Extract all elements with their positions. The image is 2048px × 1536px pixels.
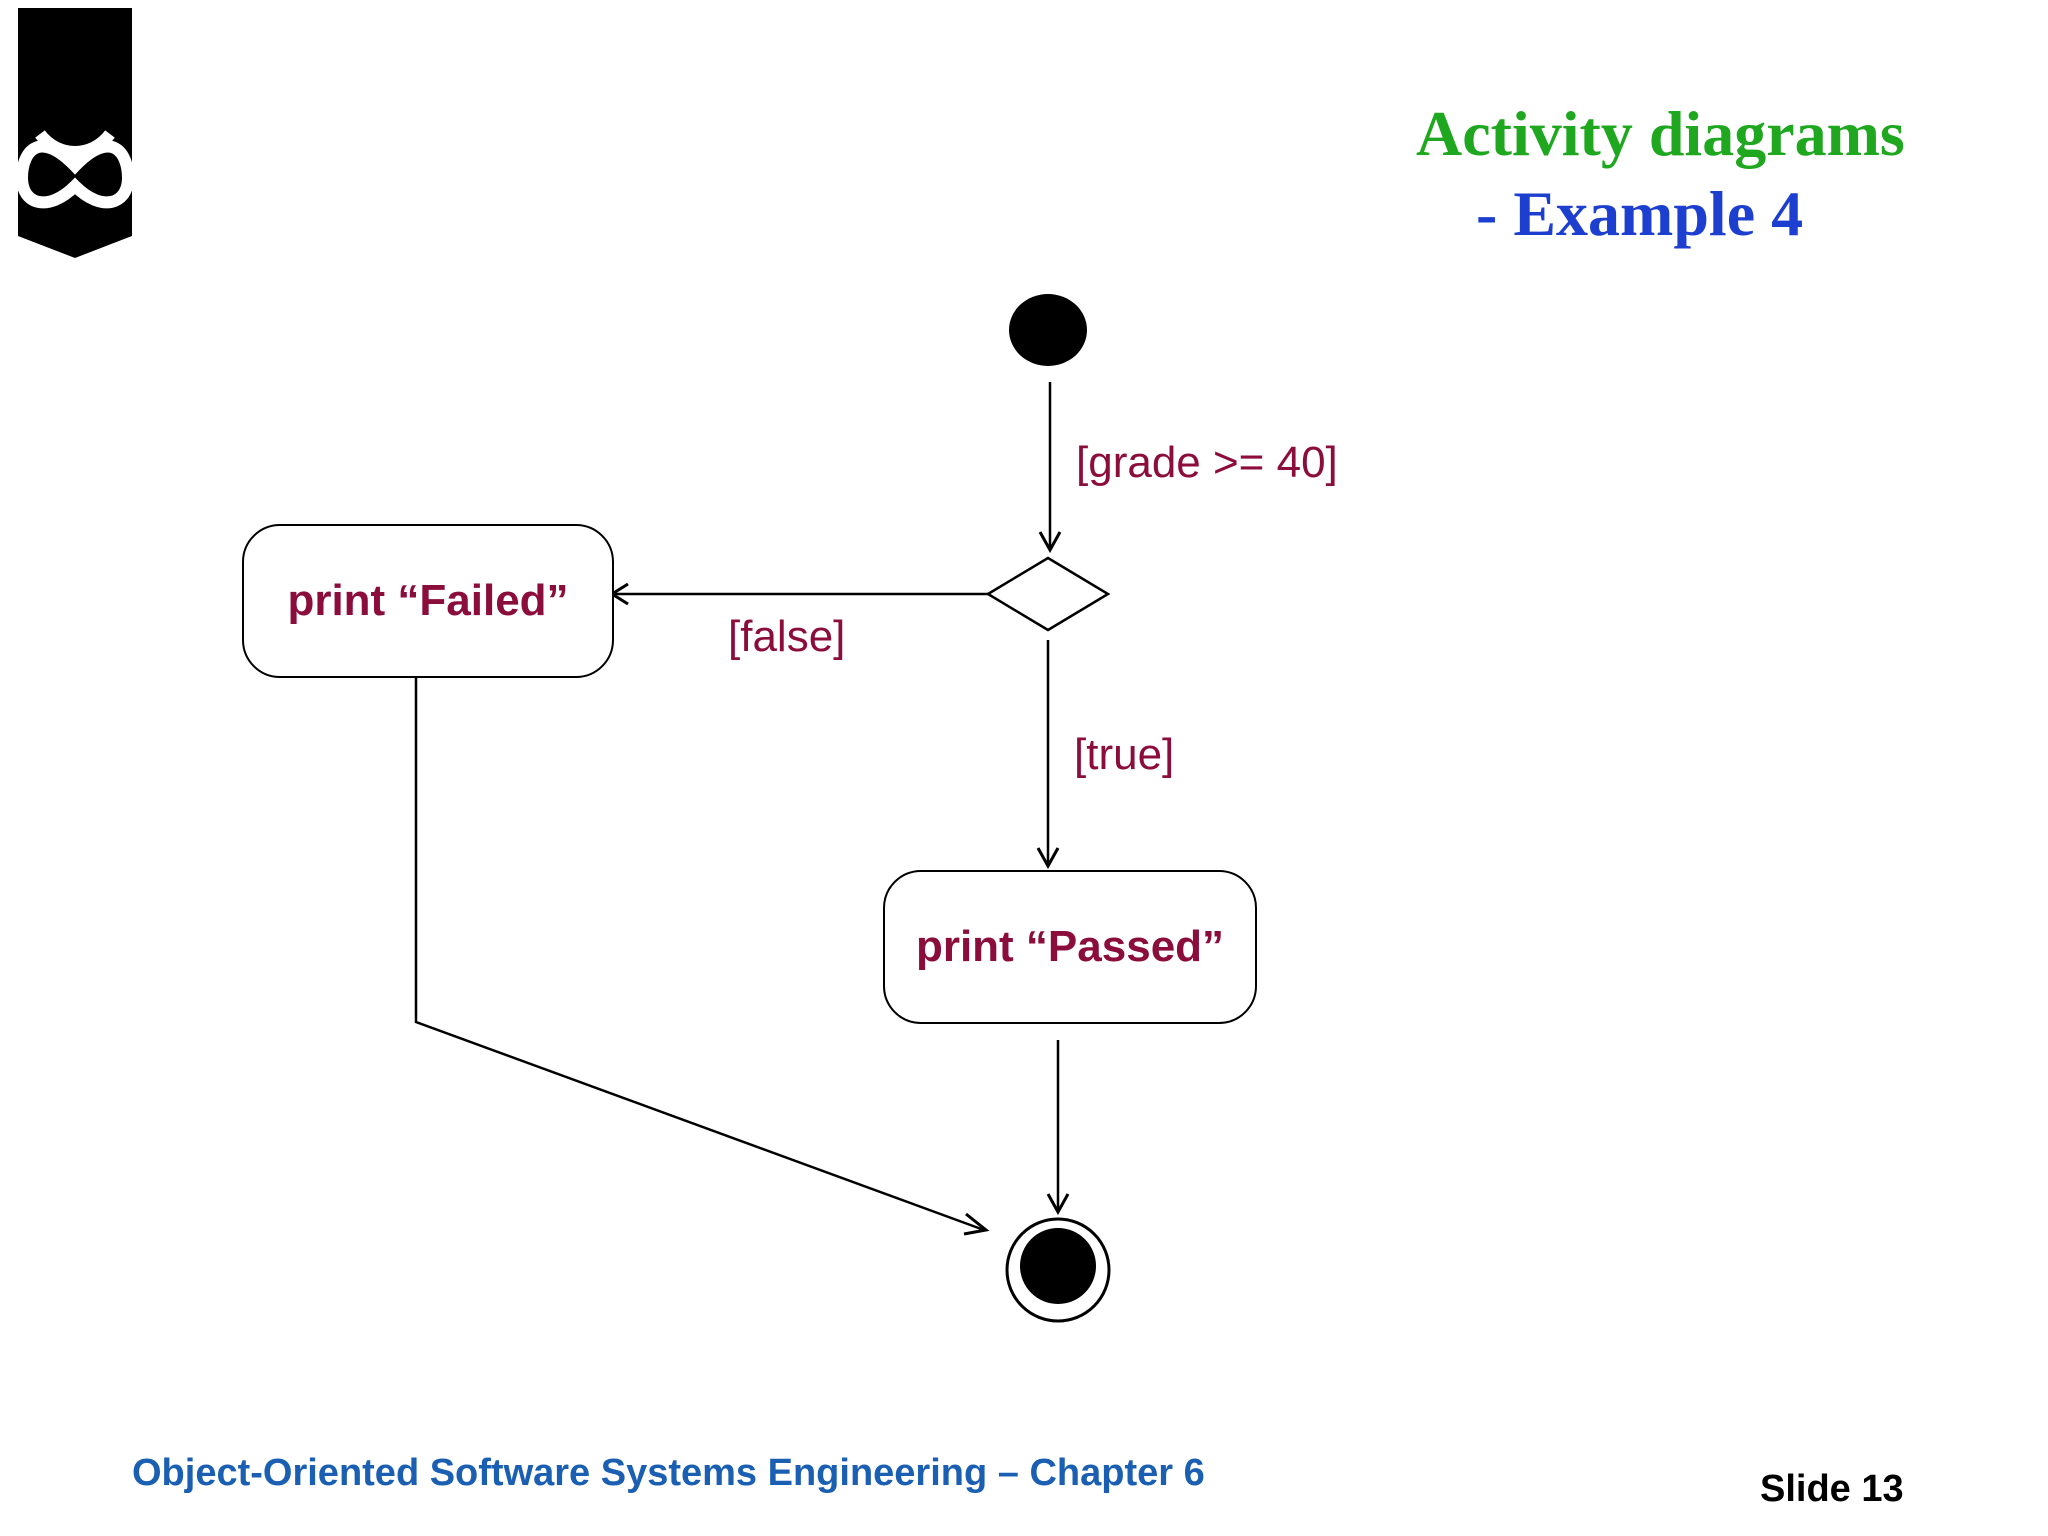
activity-print-passed-label: print “Passed” [915,922,1225,971]
arrowhead-final-from-passed [1046,1193,1070,1216]
slide-subtitle: - Example 4 [1476,178,1804,249]
initial-node [1009,294,1087,366]
slide-title: Activity diagrams [1416,98,1905,169]
guard-grade: [grade >= 40] [1076,438,1338,487]
arrowhead-decision [1038,531,1062,554]
guard-false: [false] [728,612,846,661]
activity-print-failed: print “Failed” [242,524,614,678]
slide-number: Slide 13 [1760,1468,1904,1510]
activity-print-failed-label: print “Failed” [287,576,569,625]
edge-failed-to-final [414,678,985,1232]
guard-true: [true] [1074,730,1175,779]
final-node-inner [1020,1228,1096,1304]
decision-node [985,556,1111,632]
university-logo [18,8,132,258]
activity-print-passed: print “Passed” [883,870,1257,1024]
arrowhead-final-from-failed [963,1212,990,1236]
arrowhead-passed [1036,847,1060,870]
course-footer: Object-Oriented Software Systems Enginee… [132,1452,1205,1494]
